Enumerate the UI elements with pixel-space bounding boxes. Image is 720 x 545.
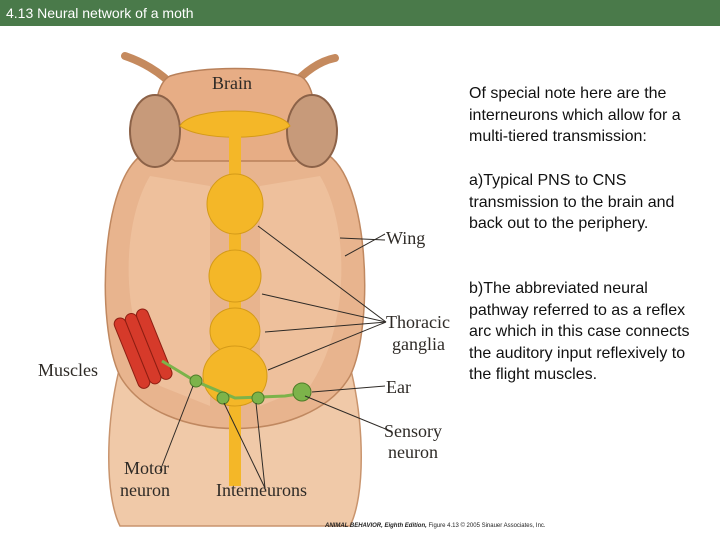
notes-point-a: a)Typical PNS to CNS transmission to the… bbox=[469, 170, 709, 235]
thoracic-ganglia-label-line1: Thoracic bbox=[386, 312, 450, 332]
notes-intro-text: Of special note here are the interneuron… bbox=[469, 85, 681, 145]
notes-point-a-text: a)Typical PNS to CNS transmission to the… bbox=[469, 172, 675, 232]
notes-point-b-text: b)The abbreviated neural pathway referre… bbox=[469, 280, 690, 383]
muscles-label: Muscles bbox=[38, 360, 98, 380]
thoracic-ganglia-label-line2: ganglia bbox=[392, 334, 445, 354]
caption-book-title: ANIMAL BEHAVIOR, Eighth Edition, bbox=[325, 523, 427, 529]
wing-label: Wing bbox=[386, 228, 426, 248]
ear-label: Ear bbox=[386, 377, 411, 397]
notes-intro: Of special note here are the interneuron… bbox=[469, 83, 709, 148]
interneurons-label: Interneurons bbox=[216, 480, 307, 500]
title-bar: 4.13 Neural network of a moth bbox=[0, 0, 720, 26]
motor-neuron-label-line1: Motor bbox=[124, 458, 169, 478]
motor-neuron-label-line2: neuron bbox=[120, 480, 170, 500]
brain-label: Brain bbox=[212, 73, 252, 93]
moth-figure: Brain Wing Thoracic ganglia Muscles Ear … bbox=[0, 26, 460, 540]
moth-illustration bbox=[104, 52, 389, 527]
slide-title: 4.13 Neural network of a moth bbox=[6, 5, 194, 21]
sensory-neuron-label-line2: neuron bbox=[388, 442, 438, 462]
notes-point-b: b)The abbreviated neural pathway referre… bbox=[469, 278, 709, 386]
caption-credit: Figure 4.13 © 2005 Sinauer Associates, I… bbox=[426, 523, 546, 529]
sensory-neuron-label-line1: Sensory bbox=[384, 421, 442, 441]
figure-caption: ANIMAL BEHAVIOR, Eighth Edition, Figure … bbox=[325, 523, 546, 529]
